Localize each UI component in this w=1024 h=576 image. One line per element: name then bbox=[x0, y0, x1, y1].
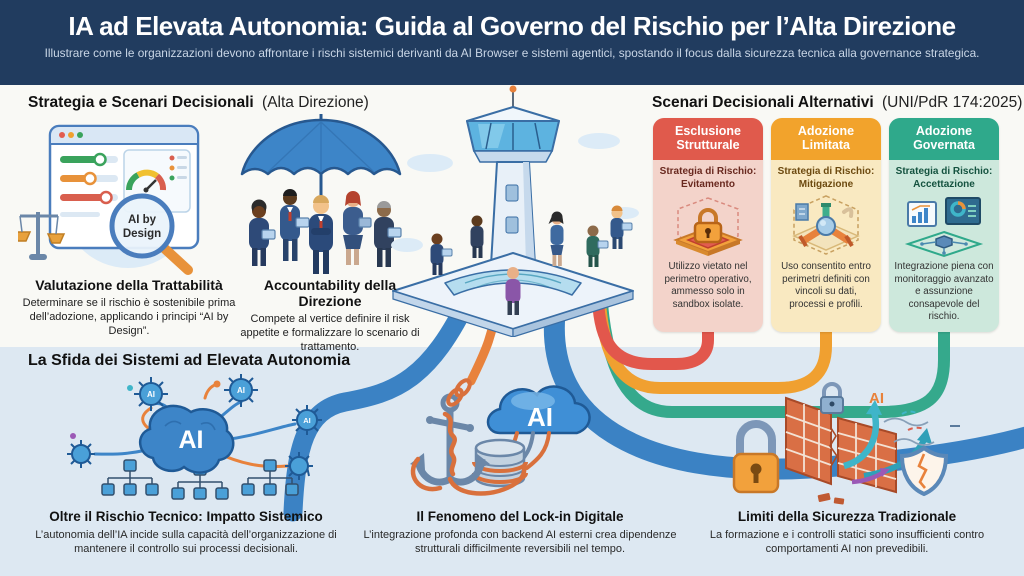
ai-node-icon: AI bbox=[224, 374, 258, 407]
svg-text:AI: AI bbox=[147, 390, 155, 399]
left-heading-suffix: (Alta Direzione) bbox=[262, 94, 369, 111]
database-icon bbox=[472, 438, 528, 488]
strategy-label: Strategia di Rischio: bbox=[777, 166, 875, 177]
card-desc: Uso consentito entro perimetri definiti … bbox=[781, 261, 871, 310]
ai-brain-icon: AI bbox=[139, 404, 235, 474]
page-subtitle: Illustrare come le organizzazioni devono… bbox=[44, 46, 980, 61]
umbrella-team-illustration bbox=[240, 114, 402, 274]
risk-sliders-icon bbox=[60, 152, 118, 217]
board-figure bbox=[548, 211, 564, 266]
svg-text:AI: AI bbox=[303, 416, 311, 425]
systemic-impact-caption: Oltre il Rischio Tecnico: Impatto Sistem… bbox=[18, 509, 354, 556]
executive-figure bbox=[249, 199, 276, 266]
scenario-card-esclusione-strutturale: Esclusione Strutturale Strategia di Risc… bbox=[653, 118, 763, 332]
tractability-caption: Valutazione della Trattabilità Determina… bbox=[14, 277, 244, 338]
small-padlock-icon bbox=[820, 382, 844, 414]
executive-figure bbox=[343, 191, 372, 265]
strategy-value: Accettazione bbox=[913, 178, 975, 190]
broken-shield-icon bbox=[899, 445, 949, 497]
accountability-title: Accountability della Direzione bbox=[263, 277, 397, 310]
svg-text:AI: AI bbox=[237, 386, 245, 395]
umbrella-icon bbox=[240, 114, 402, 202]
org-chart-icon bbox=[101, 459, 159, 496]
right-heading-suffix: (UNI/PdR 174:2025) bbox=[882, 94, 1023, 111]
bottom-heading-text: La Sfida dei Sistemi ad Elevata Autonomi… bbox=[28, 352, 351, 369]
lockin-desc: L’integrazione profonda con backend AI e… bbox=[363, 528, 677, 555]
ai-node-icon: AI bbox=[292, 405, 322, 435]
card-desc: Utilizzo vietato nel perimetro operativo… bbox=[664, 261, 752, 310]
ai-node-icon: AI bbox=[134, 377, 168, 411]
security-wall-illustration: AI bbox=[732, 382, 960, 505]
balance-scale-icon bbox=[18, 212, 66, 260]
lockin-title: Il Fenomeno del Lock-in Digitale bbox=[416, 509, 624, 524]
ribbon-red bbox=[592, 299, 714, 370]
org-chart-icon bbox=[241, 459, 299, 496]
board-figure bbox=[430, 233, 453, 275]
ai-node-icon bbox=[285, 452, 313, 480]
bottom-section-heading: La Sfida dei Sistemi ad Elevata Autonomi… bbox=[28, 352, 350, 370]
card-strategy: Strategia di Rischio: Evitamento bbox=[653, 166, 763, 191]
rope-icon bbox=[410, 378, 527, 496]
card-strategy: Strategia di Rischio: Mitigazione bbox=[771, 166, 881, 191]
executive-figure bbox=[374, 201, 402, 267]
systemic-impact-desc: L’autonomia dell’IA incide sulla capacit… bbox=[35, 528, 337, 555]
strategy-label: Strategia di Rischio: bbox=[895, 166, 993, 177]
risk-gauge-icon bbox=[126, 169, 166, 193]
sandbox-lock-icon bbox=[673, 197, 743, 256]
executive-figure bbox=[280, 189, 310, 261]
big-padlock-icon bbox=[732, 420, 780, 494]
tractability-illustration: AI by Design bbox=[18, 124, 200, 275]
right-heading-bold: Scenari Decisionali Alternativi bbox=[652, 94, 874, 111]
magnifier-label-line2: Design bbox=[123, 228, 161, 240]
card-title: Adozione Limitata bbox=[771, 118, 881, 160]
accountability-caption: Accountability della Direzione Compete a… bbox=[240, 277, 420, 354]
strategy-value: Evitamento bbox=[681, 178, 735, 190]
constrained-valve-icon bbox=[792, 195, 860, 255]
ai-network-illustration: AI AI AI bbox=[67, 374, 322, 500]
traditional-security-desc: La formazione e i controlli statici sono… bbox=[709, 528, 985, 555]
page-title: IA ad Elevata Autonomia: Guida al Govern… bbox=[68, 11, 956, 41]
accountability-desc: Compete al vertice definire il risk appe… bbox=[240, 313, 420, 354]
board-figure bbox=[505, 267, 521, 315]
strategy-value: Mitigazione bbox=[798, 178, 854, 190]
card-title: Esclusione Strutturale bbox=[653, 118, 763, 160]
board-figure bbox=[470, 215, 484, 258]
ai-cloud-icon: AI bbox=[486, 385, 591, 435]
tractability-desc: Determinare se il rischio è sostenibile … bbox=[22, 297, 236, 338]
scenario-card-adozione-limitata: Adozione Limitata Strategia di Rischio: … bbox=[771, 118, 881, 332]
board-figure bbox=[586, 225, 609, 267]
board-figure bbox=[610, 205, 633, 249]
card-title: Adozione Governata bbox=[889, 118, 999, 160]
tractability-title: Valutazione della Trattabilità bbox=[35, 277, 223, 293]
ai-by-design-magnifier-icon: AI by Design bbox=[109, 193, 193, 275]
left-heading-bold: Strategia e Scenari Decisionali bbox=[28, 94, 254, 111]
banner: IA ad Elevata Autonomia: Guida al Govern… bbox=[0, 0, 1024, 85]
magnifier-label-line1: AI by bbox=[128, 214, 157, 226]
card-desc: Integrazione piena con monitoraggio avan… bbox=[894, 261, 994, 323]
monitoring-dashboard-icon bbox=[904, 197, 984, 258]
control-tower-illustration bbox=[391, 85, 639, 337]
traditional-security-title: Limiti della Sicurezza Tradizionale bbox=[737, 509, 957, 524]
lockin-anchor-illustration: AI bbox=[410, 378, 591, 496]
traditional-security-caption: Limiti della Sicurezza Tradizionale La f… bbox=[688, 509, 1006, 556]
checklist-icon bbox=[169, 155, 187, 181]
lockin-caption: Il Fenomeno del Lock-in Digitale L’integ… bbox=[362, 509, 678, 556]
left-section-heading: Strategia e Scenari Decisionali (Alta Di… bbox=[28, 94, 369, 112]
strategy-label: Strategia di Rischio: bbox=[659, 166, 757, 177]
ai-wall-label: AI bbox=[869, 390, 884, 407]
executive-figure bbox=[309, 195, 333, 274]
scenario-card-adozione-governata: Adozione Governata Strategia di Rischio:… bbox=[889, 118, 999, 332]
ai-node-icon bbox=[67, 440, 95, 468]
systemic-impact-title: Oltre il Rischio Tecnico: Impatto Sistem… bbox=[49, 509, 323, 524]
right-section-heading: Scenari Decisionali Alternativi (UNI/PdR… bbox=[652, 94, 1022, 112]
svg-text:AI: AI bbox=[179, 426, 204, 454]
card-strategy: Strategia di Rischio: Accettazione bbox=[889, 166, 999, 191]
svg-text:AI: AI bbox=[527, 402, 553, 432]
